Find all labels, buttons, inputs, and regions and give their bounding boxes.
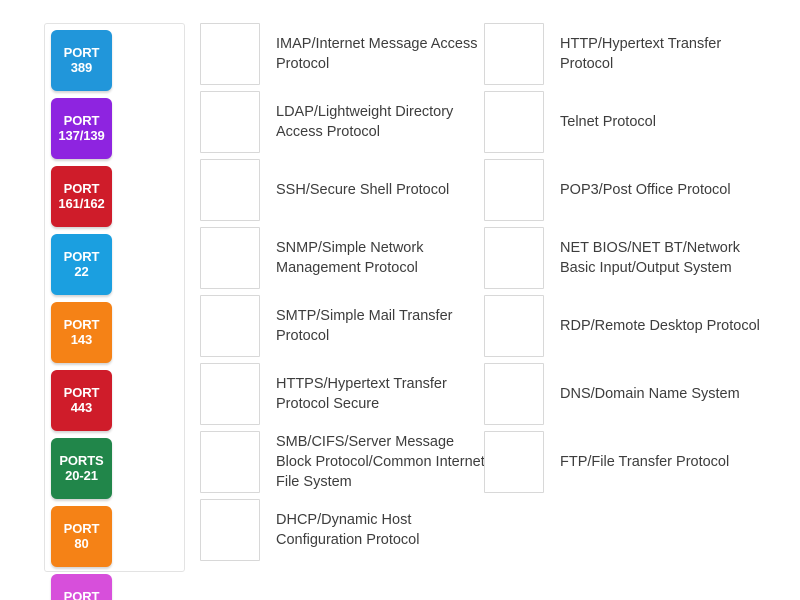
dropzone[interactable]: [200, 295, 260, 357]
port-tile-number: 143: [70, 331, 93, 347]
answer-label: SMB/CIFS/Server Message Block Protocol/C…: [276, 434, 485, 490]
dropzone[interactable]: [200, 499, 260, 561]
answer-row: NET BIOS/NET BT/Network Basic Input/Outp…: [484, 227, 774, 289]
answer-label: HTTP/Hypertext Transfer Protocol: [560, 36, 722, 72]
answer-label: POP3/Post Office Protocol: [560, 182, 731, 198]
answer-label: Telnet Protocol: [560, 114, 656, 130]
port-tile-number: 389: [70, 59, 93, 75]
port-tile-word: PORT: [63, 180, 100, 196]
answer-row: SNMP/Simple Network Management Protocol: [200, 227, 490, 289]
answer-row: POP3/Post Office Protocol: [484, 159, 774, 221]
answer-label: DNS/Domain Name System: [560, 386, 740, 402]
answer-row: SSH/Secure Shell Protocol: [200, 159, 490, 221]
answer-label: NET BIOS/NET BT/Network Basic Input/Outp…: [560, 240, 740, 276]
answer-label: SMTP/Simple Mail Transfer Protocol: [276, 308, 453, 344]
answer-row: SMB/CIFS/Server Message Block Protocol/C…: [200, 431, 490, 493]
answer-row: Telnet Protocol: [484, 91, 774, 153]
answer-row: FTP/File Transfer Protocol: [484, 431, 774, 493]
dropzone[interactable]: [484, 23, 544, 85]
port-tile-number: 161/162: [58, 195, 105, 211]
port-tile-word: PORT: [63, 588, 100, 600]
dropzone[interactable]: [200, 363, 260, 425]
answer-row: IMAP/Internet Message Access Protocol: [200, 23, 490, 85]
dropzone[interactable]: [484, 91, 544, 153]
answer-row: DHCP/Dynamic Host Configuration Protocol: [200, 499, 490, 561]
answer-row: [484, 499, 774, 561]
answer-label: HTTPS/Hypertext Transfer Protocol Secure: [276, 376, 447, 412]
port-tile-number: 443: [70, 399, 93, 415]
port-tile-number: 22: [74, 263, 89, 279]
dropzone[interactable]: [200, 227, 260, 289]
port-tile-number: 20-21: [65, 467, 98, 483]
dropzone[interactable]: [200, 23, 260, 85]
port-tile-word: PORT: [63, 112, 100, 128]
dropzone[interactable]: [484, 431, 544, 493]
answer-row: HTTPS/Hypertext Transfer Protocol Secure: [200, 363, 490, 425]
port-tile-word: PORT: [63, 384, 100, 400]
dropzone[interactable]: [200, 431, 260, 493]
dropzone[interactable]: [484, 363, 544, 425]
answer-label: FTP/File Transfer Protocol: [560, 454, 730, 470]
dropzone[interactable]: [484, 295, 544, 357]
answer-label: SSH/Secure Shell Protocol: [276, 182, 450, 198]
dropzone[interactable]: [484, 227, 544, 289]
dropzone[interactable]: [200, 91, 260, 153]
port-tile-number: 80: [74, 535, 89, 551]
answer-label: RDP/Remote Desktop Protocol: [560, 318, 760, 334]
dropzone[interactable]: [484, 159, 544, 221]
port-tile-number: 137/139: [58, 127, 105, 143]
answer-row: HTTP/Hypertext Transfer Protocol: [484, 23, 774, 85]
port-tile-word: PORT: [63, 44, 100, 60]
answer-row: LDAP/Lightweight Directory Access Protoc…: [200, 91, 490, 153]
port-tile-word: PORT: [63, 316, 100, 332]
answer-row: RDP/Remote Desktop Protocol: [484, 295, 774, 357]
answer-label: DHCP/Dynamic Host Configuration Protocol: [276, 512, 420, 548]
port-tile[interactable]: PORT53: [51, 574, 112, 600]
answer-row: SMTP/Simple Mail Transfer Protocol: [200, 295, 490, 357]
port-tile-word: PORT: [63, 520, 100, 536]
answer-label: SNMP/Simple Network Management Protocol: [276, 240, 424, 276]
answer-row: DNS/Domain Name System: [484, 363, 774, 425]
port-tile-word: PORT: [63, 248, 100, 264]
answer-label: IMAP/Internet Message Access Protocol: [276, 36, 478, 72]
port-tile-word: PORTS: [59, 452, 104, 468]
answer-label: LDAP/Lightweight Directory Access Protoc…: [276, 104, 454, 140]
dropzone[interactable]: [200, 159, 260, 221]
